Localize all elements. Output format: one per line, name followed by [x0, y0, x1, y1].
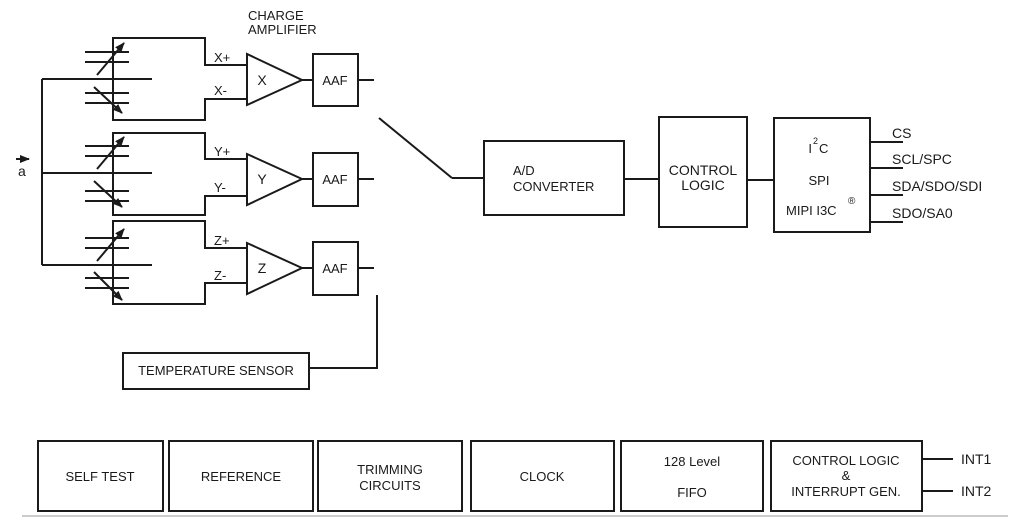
input-label-z-plus: Z+	[214, 233, 230, 248]
cell-box-x	[112, 37, 247, 121]
self-test-box	[37, 440, 164, 512]
bottom-blocks: SELF TEST REFERENCE TRIMMING CIRCUITS CL…	[37, 440, 923, 512]
aaf-box-y	[312, 152, 359, 207]
acceleration-input: a	[16, 155, 30, 179]
input-label-x-plus: X+	[214, 50, 230, 65]
trimming-circuits-label-line1: TRIMMING	[357, 462, 423, 477]
charge-amplifier-caption-line2: AMPLIFIER	[248, 22, 317, 37]
temperature-sensor-label: TEMPERATURE SENSOR	[138, 363, 294, 378]
adc-box	[483, 140, 625, 216]
interrupt-control-box	[770, 440, 923, 512]
aaf-label-x: AAF	[322, 73, 347, 88]
fifo-box	[620, 440, 764, 512]
interrupt-control-label-line3: INTERRUPT GEN.	[791, 484, 901, 499]
aaf-label-y: AAF	[322, 172, 347, 187]
interface-pins: CS SCL/SPC SDA/SDO/SDI SDO/SA0	[870, 125, 982, 223]
interrupt-pins: INT1 INT2	[922, 451, 992, 499]
i2c-label-tail: C	[819, 141, 828, 156]
mux-switch-arm	[378, 117, 453, 179]
aaf-label-z: AAF	[322, 261, 347, 276]
cell-box-y	[112, 132, 247, 216]
temperature-sensor-block: TEMPERATURE SENSOR	[122, 295, 378, 390]
trimming-circuits-label-line2: CIRCUITS	[359, 478, 421, 493]
input-label-y-plus: Y+	[214, 144, 230, 159]
clock-box	[470, 440, 615, 512]
interrupt-control-label-line2: &	[842, 468, 851, 483]
mux-switch	[378, 117, 484, 179]
serial-interface-box	[773, 117, 871, 233]
mipi-i3c-label: MIPI I3C	[786, 203, 837, 218]
temperature-sensor-box	[122, 352, 310, 390]
trimming-circuits-box	[317, 440, 463, 512]
charge-amplifier-caption: CHARGE AMPLIFIER	[248, 8, 317, 37]
temperature-sensor-wire	[309, 295, 378, 369]
sense-bus	[41, 78, 152, 266]
charge-amplifier-x-label: X	[257, 72, 267, 88]
charge-amplifier-caption-line1: CHARGE	[248, 8, 304, 23]
reference-box	[168, 440, 314, 512]
acceleration-label: a	[18, 163, 26, 179]
cell-box-z	[112, 220, 247, 305]
pin-label-int2: INT2	[961, 483, 992, 499]
registered-trademark-icon: ®	[848, 196, 856, 207]
variable-capacitor-arrow-icon	[96, 42, 125, 76]
pin-label-sdo-sa0: SDO/SA0	[892, 205, 953, 221]
variable-capacitor-arrow-icon	[93, 86, 123, 114]
charge-amplifier-x	[246, 52, 305, 107]
control-logic-label-line1: CONTROL	[669, 162, 738, 178]
interrupt-control-label-line1: CONTROL LOGIC	[792, 453, 899, 468]
variable-capacitor-arrow-icon	[93, 271, 123, 301]
pin-label-sda-sdo-sdi: SDA/SDO/SDI	[892, 178, 982, 194]
spi-label: SPI	[809, 173, 830, 188]
input-label-x-minus: X-	[214, 83, 227, 98]
adc-label-line2: CONVERTER	[513, 179, 594, 194]
variable-capacitor-arrow-icon	[96, 136, 125, 170]
i2c-label-base: I	[808, 141, 812, 156]
charge-amplifier-z-label: Z	[258, 260, 267, 276]
charge-amplifier-z	[246, 241, 305, 296]
sensing-cell-y: Y+ Y- Y AAF	[85, 132, 374, 216]
control-logic-block: CONTROL LOGIC	[658, 116, 774, 228]
fifo-label-line1: 128 Level	[664, 454, 720, 469]
control-logic-box	[658, 116, 748, 228]
adc-label-line1: A/D	[513, 163, 535, 178]
variable-capacitor-arrow-icon	[93, 180, 123, 208]
input-label-z-minus: Z-	[214, 268, 226, 283]
reference-label: REFERENCE	[201, 469, 282, 484]
clock-label: CLOCK	[520, 469, 565, 484]
input-label-y-minus: Y-	[214, 180, 226, 195]
pin-label-cs: CS	[892, 125, 911, 141]
serial-interface-block: I 2 C SPI MIPI I3C ®	[773, 117, 871, 233]
charge-amplifier-y	[246, 152, 305, 207]
adc-block: A/D CONVERTER	[483, 140, 659, 216]
sensing-cell-z: Z+ Z- Z AAF	[85, 220, 374, 305]
self-test-label: SELF TEST	[65, 469, 134, 484]
pin-label-scl-spc: SCL/SPC	[892, 151, 952, 167]
control-logic-label-line2: LOGIC	[681, 177, 725, 193]
i2c-label-superscript: 2	[813, 136, 818, 146]
pin-label-int1: INT1	[961, 451, 992, 467]
fifo-label-line2: FIFO	[677, 485, 707, 500]
variable-capacitor-arrow-icon	[96, 228, 125, 262]
charge-amplifier-y-label: Y	[257, 171, 267, 187]
sensing-cell-x: X+ X- X AAF	[85, 37, 374, 121]
aaf-box-z	[312, 241, 359, 296]
aaf-box-x	[312, 53, 359, 107]
